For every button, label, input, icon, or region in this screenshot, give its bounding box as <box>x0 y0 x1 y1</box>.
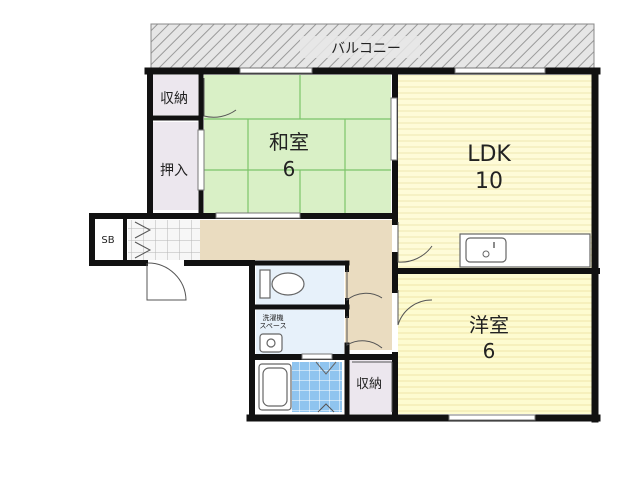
bathtub-icon <box>258 363 292 411</box>
door-swings <box>134 78 433 413</box>
youshitsu-name: 洋室 <box>469 313 509 337</box>
windows <box>197 67 546 421</box>
closet-top-label: 収納 <box>160 91 188 107</box>
youshitsu-size: 6 <box>483 339 496 363</box>
youshitsu-floor <box>398 274 592 414</box>
kitchen-counter <box>459 233 591 268</box>
laundry-label-1: 洗濯機 <box>263 313 284 322</box>
entrance-tile <box>128 220 200 260</box>
hallway-floor-v <box>345 255 392 350</box>
toilet-icon <box>259 269 305 299</box>
closet-bottom <box>349 360 392 414</box>
closet-bottom-label: 収納 <box>356 377 382 392</box>
tatami-lines <box>204 75 391 214</box>
hallway-floor <box>200 220 392 260</box>
washitsu-name: 和室 <box>269 130 309 154</box>
ldk-name: LDK <box>467 142 511 167</box>
shoebox <box>95 220 123 260</box>
oshiire <box>153 122 198 210</box>
bath-tile <box>292 362 342 412</box>
balcony-label: バルコニー <box>331 41 401 57</box>
sink-icon <box>465 237 507 263</box>
laundry-label-2: スペース <box>259 322 286 330</box>
washitsu-size: 6 <box>283 157 296 181</box>
ldk-size: 10 <box>475 169 503 194</box>
washitsu-floor <box>204 75 391 214</box>
washbasin-icon <box>259 333 283 353</box>
oshiire-label: 押入 <box>160 163 188 179</box>
closet-top <box>153 75 198 115</box>
shoebox-label: SB <box>101 235 114 246</box>
